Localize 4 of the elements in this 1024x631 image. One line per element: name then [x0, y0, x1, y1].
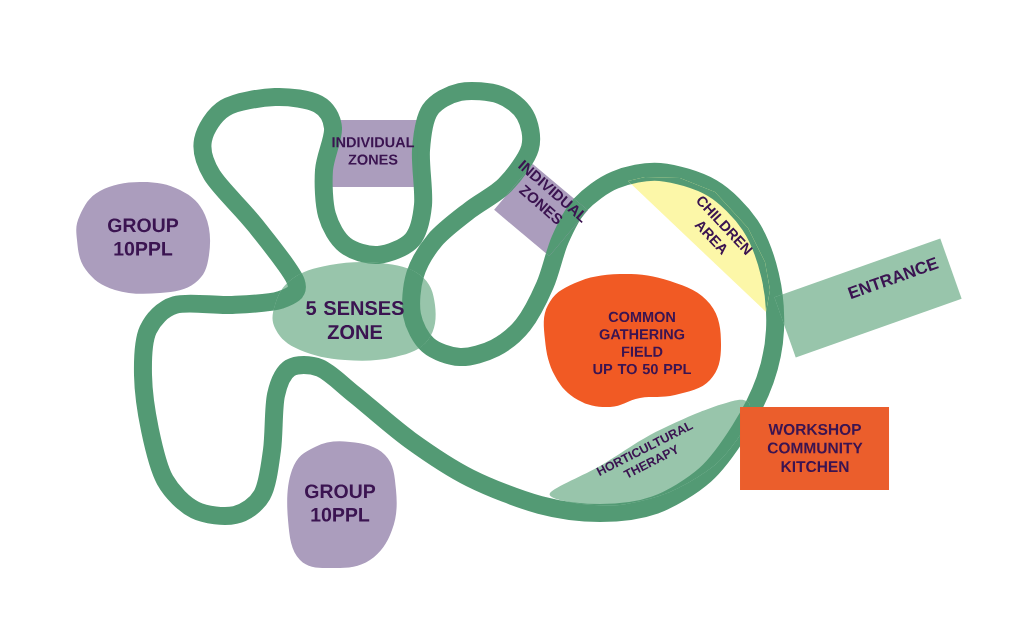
zone-blob: GROUP 10PPL: [76, 182, 211, 294]
zone-blob: GROUP 10PPL: [287, 441, 397, 569]
zone-box: WORKSHOP COMMUNITY KITCHEN: [740, 407, 889, 490]
zone-blob: COMMON GATHERING FIELD UP TO 50 PPL: [543, 273, 721, 408]
